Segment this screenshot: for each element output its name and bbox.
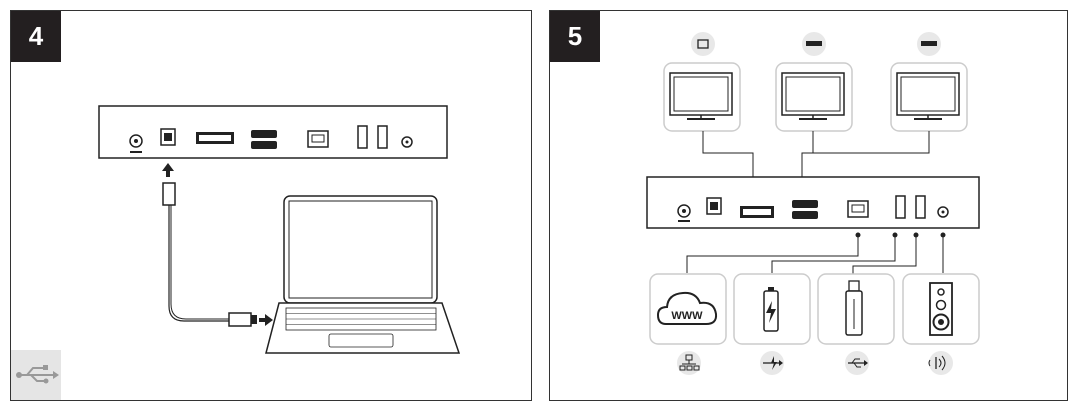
step-4-panel: 4 bbox=[10, 10, 532, 401]
hdmi-icon bbox=[917, 32, 941, 56]
peripheral-cables bbox=[686, 235, 944, 281]
step-5-badge: 5 bbox=[550, 11, 600, 62]
battery-icon bbox=[763, 287, 779, 332]
step-4-badge: 4 bbox=[11, 11, 61, 62]
internet-box: WWW bbox=[649, 273, 727, 345]
laptop-icon bbox=[265, 195, 461, 354]
right-arrow-icon bbox=[259, 314, 273, 326]
step-5-panel: 5 bbox=[549, 10, 1068, 401]
up-arrow-icon bbox=[162, 163, 174, 177]
ethernet-icon bbox=[677, 351, 701, 375]
displayport-icon bbox=[691, 32, 715, 56]
docking-station bbox=[98, 105, 448, 159]
cloud-label: WWW bbox=[671, 310, 703, 322]
monitor-1-icon bbox=[663, 62, 741, 132]
audio-icon bbox=[928, 351, 953, 375]
usb-b-plug bbox=[162, 182, 176, 206]
usb-drive-icon bbox=[845, 280, 863, 336]
speaker-icon bbox=[929, 282, 953, 336]
usb-drive-box bbox=[817, 273, 895, 345]
monitor-cables bbox=[702, 131, 930, 199]
cloud-www-icon bbox=[656, 291, 718, 325]
charging-box bbox=[733, 273, 811, 345]
usb-icon bbox=[845, 351, 869, 375]
usb-cable bbox=[168, 205, 229, 322]
usb-charging-icon bbox=[760, 351, 784, 375]
monitor-3-icon bbox=[890, 62, 968, 132]
laptop-connection-diagram bbox=[98, 105, 461, 354]
hdmi-icon bbox=[802, 32, 826, 56]
usb-icon bbox=[16, 365, 59, 384]
usb-a-plug bbox=[228, 312, 252, 327]
usb-corner-box bbox=[11, 350, 61, 400]
speaker-box bbox=[902, 273, 980, 345]
monitor-2-icon bbox=[775, 62, 853, 132]
docking-station bbox=[646, 176, 980, 229]
peripheral-connection-diagram: WWW bbox=[646, 32, 980, 375]
